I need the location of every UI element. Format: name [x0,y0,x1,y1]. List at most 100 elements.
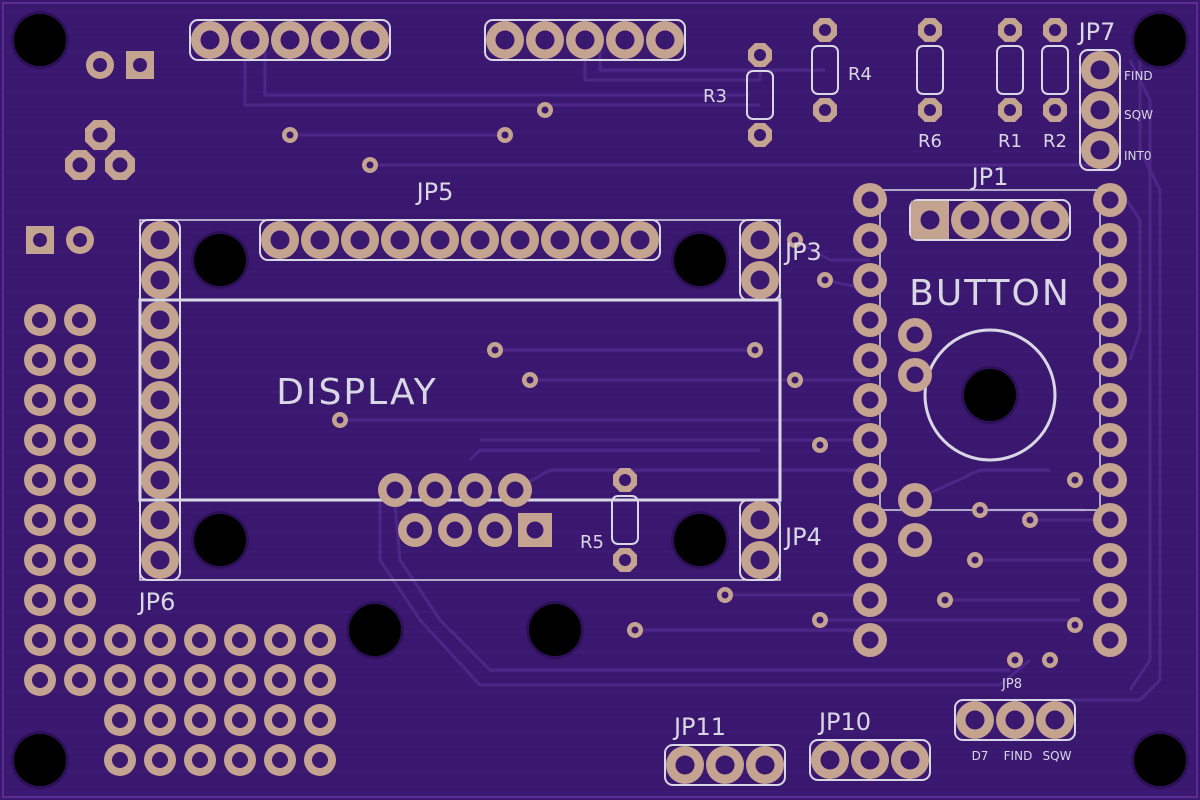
pad-drill [272,632,288,648]
pad-drill [1101,271,1119,289]
mounting-hole [964,369,1016,421]
pad-drill [152,712,168,728]
pad-drill [152,672,168,688]
pad-drill [1004,24,1016,36]
via-drill [1071,476,1079,484]
via-drill [631,626,639,634]
pad-drill [73,233,87,247]
pad-drill [861,271,879,289]
via-drill [1026,516,1034,524]
pad-drill [72,632,88,648]
mounting-hole [1134,734,1186,786]
pad-drill [675,755,695,775]
pad-drill [1045,710,1065,730]
pad-drill [535,30,555,50]
pad-drill [150,390,170,410]
pad-drill [32,512,48,528]
via-drill [501,131,509,139]
via-drill [721,591,729,599]
vias [282,102,1083,668]
pad-drill [112,632,128,648]
pad-drill [270,230,290,250]
mounting-hole [194,514,246,566]
jp7-label: JP7 [1077,18,1116,46]
via-drill [816,616,824,624]
resistor-r2 [1041,18,1069,122]
pad-drill [32,592,48,608]
pad-drill [92,127,108,143]
pad-drill [619,554,631,566]
resistor-body [746,70,774,120]
pad-drill [150,350,170,370]
pad-drill [72,552,88,568]
jp7-header [1079,49,1121,171]
via-drill [1046,656,1054,664]
pad-drill [861,471,879,489]
jp8-pin2-label: FIND [1004,749,1033,763]
pad-drill [860,750,880,770]
pad-drill [232,632,248,648]
pad-drill [1101,231,1119,249]
pad-drill [965,710,985,730]
jp5-header [259,219,661,261]
pad-drill [32,432,48,448]
pad-drill [360,30,380,50]
pad-drill [861,311,879,329]
pad-drill [495,30,515,50]
r1-label: R1 [998,131,1022,152]
pad-drill [150,310,170,330]
pad-drill [32,352,48,368]
pad-drill [72,512,88,528]
pad-drill [272,752,288,768]
mounting-hole [529,604,581,656]
resistor-body [1041,45,1069,95]
jp1-header [909,199,1071,241]
pad-drill [1101,551,1119,569]
pad-drill [72,472,88,488]
pad-drill [232,672,248,688]
pad-drill [32,472,48,488]
mounting-holes [11,11,1189,789]
pad-drill [750,270,770,290]
jp7-pin3-label: INT0 [1124,149,1151,163]
pad-drill [466,481,484,499]
pad-drill [152,632,168,648]
jp8-pin3-label: SQW [1043,749,1072,763]
pad-drill [906,326,924,344]
pad-drill [1101,511,1119,529]
via-drill [971,556,979,564]
r4-label: R4 [848,64,872,85]
mounting-hole [349,604,401,656]
components [24,18,1127,786]
pad-drill [906,366,924,384]
pad-drill [1090,140,1110,160]
pad-drill [755,755,775,775]
header-outline [809,739,931,781]
pad-drill [32,312,48,328]
via-drill [791,376,799,384]
ground-fill-hatch [6,11,1194,793]
pad-drill [72,312,88,328]
pad-drill [112,157,128,173]
mounting-hole [1134,14,1186,66]
left-pin-grid [24,226,336,776]
jp11-label: JP11 [672,713,726,741]
pad-drill [152,752,168,768]
pad-drill [861,391,879,409]
pad-drill [1040,210,1060,230]
pad-drill [312,672,328,688]
pad-drill [1101,431,1119,449]
pad-drill [861,631,879,649]
header-outline [739,219,781,301]
pad-drill [550,230,570,250]
pad-drill [1005,710,1025,730]
pad-drill [924,24,936,36]
pad-drill [446,521,464,539]
pad-drill [655,30,675,50]
pad-drill [390,230,410,250]
jp4-label: JP4 [783,523,822,551]
pad-drill [861,511,879,529]
header-outline [189,19,391,61]
header-outline [484,19,686,61]
pad-drill [861,351,879,369]
